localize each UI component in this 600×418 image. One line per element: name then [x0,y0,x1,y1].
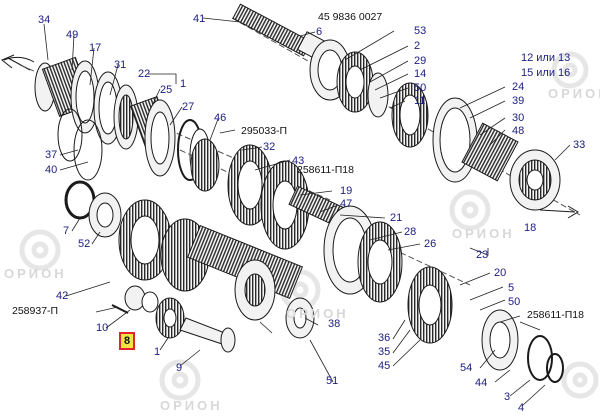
callout-31[interactable]: 31 [114,59,127,71]
callout-14[interactable]: 14 [414,68,427,80]
callout-44[interactable]: 44 [475,377,488,389]
watermark-text: ОРИОН [548,86,600,101]
callout-12-or-13[interactable]: 12 или 13 [521,52,571,64]
callout-46[interactable]: 46 [214,112,227,124]
callout-5[interactable]: 5 [508,282,515,294]
callout-43[interactable]: 43 [292,155,305,167]
callout-17[interactable]: 17 [89,42,102,54]
callout-42[interactable]: 42 [56,290,69,302]
callout-3[interactable]: 3 [504,391,511,403]
watermark-text: ОРИОН [4,266,67,281]
watermark-text: ОРИОН [452,226,515,241]
callout-11[interactable]: 11 [414,95,426,107]
callout-38[interactable]: 38 [328,318,341,330]
callout-50-bottom[interactable]: 50 [508,296,521,308]
callout-1-top[interactable]: 1 [180,78,187,90]
callout-15-or-16[interactable]: 15 или 16 [521,67,571,79]
callout-37[interactable]: 37 [45,149,58,161]
middle-gear-cluster [179,138,564,383]
callout-35[interactable]: 35 [378,346,391,358]
input-shaft-assembly [1,54,331,201]
callout-28[interactable]: 28 [404,226,417,238]
callout-47[interactable]: 47 [340,198,353,210]
callout-7[interactable]: 7 [63,225,70,237]
callout-30[interactable]: 30 [512,112,525,124]
leader-lines [43,17,571,407]
callout-25[interactable]: 25 [160,84,173,96]
callout-53[interactable]: 53 [414,25,427,37]
callout-24[interactable]: 24 [512,81,525,93]
part-ref-258611-p18: 258611-П18 [297,164,354,176]
callout-33[interactable]: 33 [573,139,586,151]
callout-39[interactable]: 39 [512,95,525,107]
callout-27[interactable]: 27 [182,101,195,113]
part-ref-258937-p: 258937-П [12,305,59,317]
output-shaft-assembly [231,3,581,219]
callout-20[interactable]: 20 [494,267,507,279]
callout-50-top[interactable]: 50 [414,82,427,94]
countershaft-assembly [64,180,315,353]
callout-41[interactable]: 41 [193,13,206,25]
callout-10[interactable]: 10 [96,322,109,334]
callout-26[interactable]: 26 [424,238,437,250]
callout-18[interactable]: 18 [524,222,537,234]
callout-23[interactable]: 23 [476,249,489,261]
part-ref-295033-p: 295033-П [241,125,288,137]
callout-48[interactable]: 48 [512,125,525,137]
callout-1-bottom[interactable]: 1 [154,346,161,358]
callout-21[interactable]: 21 [390,212,403,224]
callout-9[interactable]: 9 [176,362,183,374]
selected-callout-8[interactable]: 8 [119,332,136,350]
callout-6[interactable]: 6 [316,26,323,38]
callout-45[interactable]: 45 [378,360,391,372]
callout-32[interactable]: 32 [263,141,276,153]
callout-2[interactable]: 2 [414,40,421,52]
callout-4[interactable]: 4 [518,402,525,414]
watermark-text: ОРИОН [160,398,223,413]
watermark-text: ОРИОН [286,306,349,321]
callout-36[interactable]: 36 [378,332,391,344]
callout-52[interactable]: 52 [78,238,91,250]
callout-51[interactable]: 51 [326,375,339,387]
callout-19[interactable]: 19 [340,185,353,197]
callout-29[interactable]: 29 [414,55,427,67]
part-ref-45-9836-0027: 45 9836 0027 [318,11,383,23]
part-ref-258611-p18: 258611-П18 [527,309,584,321]
callout-40[interactable]: 40 [45,164,58,176]
callout-34[interactable]: 34 [38,14,51,26]
callout-54[interactable]: 54 [460,362,473,374]
callout-49[interactable]: 49 [66,29,79,41]
callout-22[interactable]: 22 [138,68,151,80]
